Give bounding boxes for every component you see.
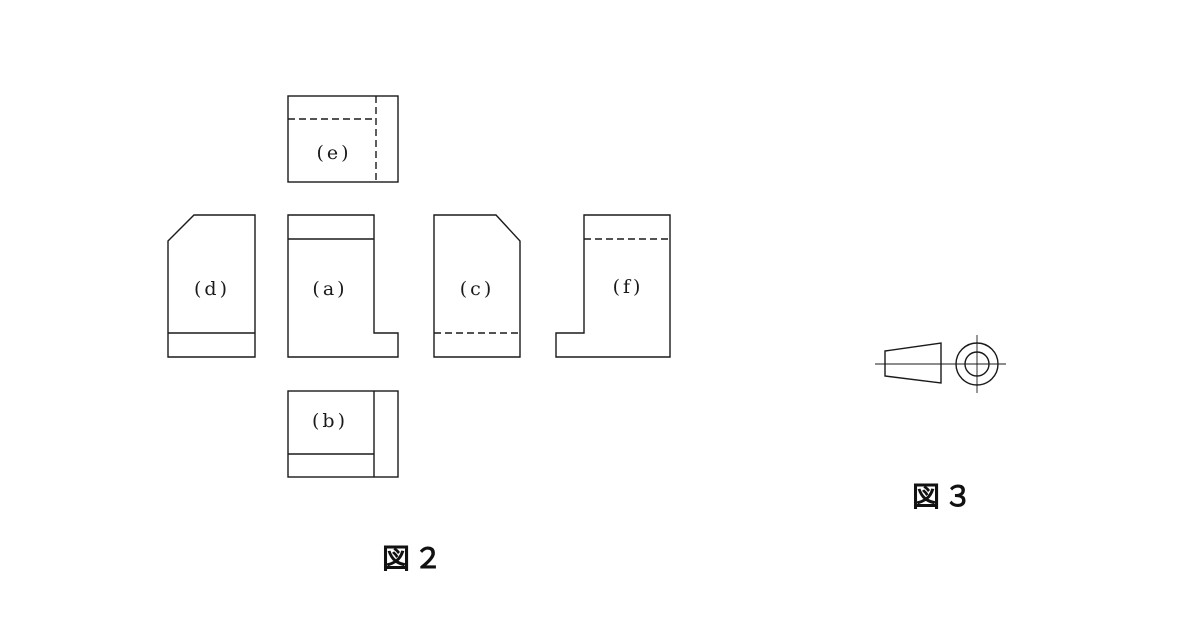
view-f-label: (f)	[613, 276, 644, 298]
view-a-front: (a)	[287, 214, 399, 358]
view-f-outline	[555, 214, 671, 358]
view-c-right: (c)	[433, 214, 521, 358]
view-c-label: (c)	[460, 278, 494, 300]
view-d-left: (d)	[167, 214, 256, 358]
figure-2: (e) (d) (a) (c) (f)	[167, 95, 671, 575]
view-a-outline	[287, 214, 399, 358]
figure-2-caption: 図２	[382, 542, 446, 575]
figure-3-caption: 図３	[912, 480, 976, 513]
view-d-label: (d)	[194, 278, 230, 300]
figure-3: 図３	[875, 335, 1006, 513]
view-a-label: (a)	[312, 278, 347, 300]
taper-side-view	[875, 342, 952, 384]
view-b-bottom: (b)	[287, 390, 399, 478]
view-f-rear: (f)	[555, 214, 671, 358]
taper-outline	[884, 342, 942, 384]
view-e-top: (e)	[287, 95, 399, 183]
view-e-outline	[287, 95, 399, 183]
view-d-outline	[167, 214, 256, 358]
taper-end-view	[949, 335, 1006, 393]
view-b-outline	[287, 390, 399, 478]
view-e-label: (e)	[316, 142, 351, 164]
view-b-label: (b)	[312, 410, 348, 432]
